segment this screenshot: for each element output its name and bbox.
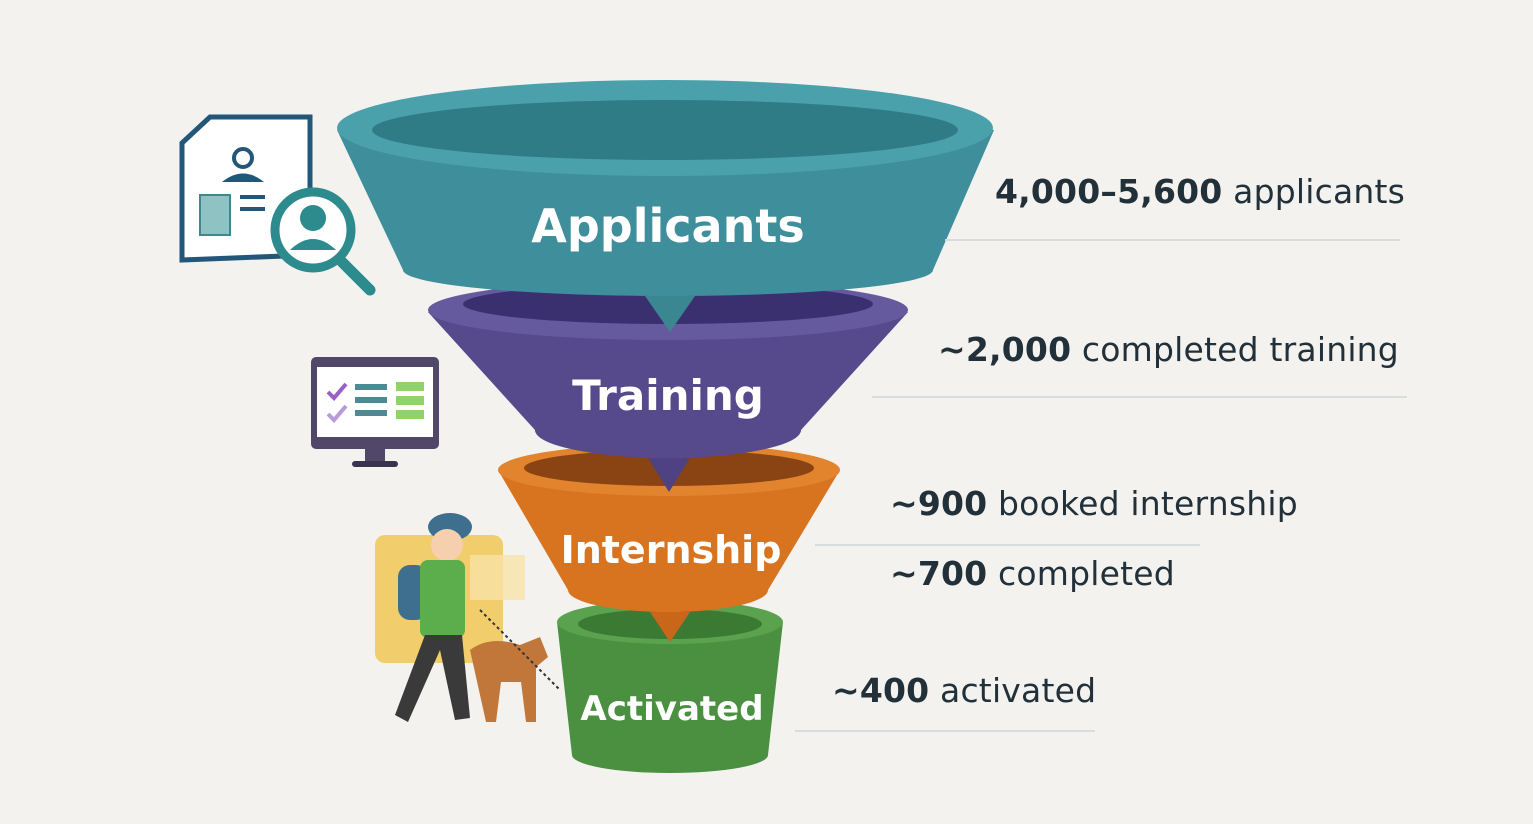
stat-text: completed: [987, 554, 1175, 593]
monitor-checklist-icon: [311, 357, 439, 467]
funnel-stage-applicants: Applicants: [337, 80, 994, 332]
stat-number: 4,000–5,600: [995, 172, 1223, 211]
stage-label-internship: Internship: [561, 528, 782, 572]
stat-text: applicants: [1222, 172, 1406, 211]
stat-text: booked internship: [987, 484, 1298, 523]
divider: [945, 239, 1400, 241]
stat-booked-internship: ~900 booked internship: [890, 484, 1298, 523]
stage-label-activated: Activated: [580, 689, 763, 729]
stat-applicants: 4,000–5,600 applicants: [995, 172, 1405, 211]
stat-training: ~2,000 completed training: [938, 330, 1399, 369]
dog-walker-icon: [375, 513, 561, 722]
stage-label-training: Training: [572, 371, 764, 420]
stat-text: activated: [929, 671, 1097, 710]
divider: [815, 544, 1200, 546]
stat-number: ~900: [890, 484, 988, 523]
stat-number: ~2,000: [938, 330, 1072, 369]
funnel-stage-training: Training: [428, 280, 908, 492]
arrow-icon: [645, 296, 695, 332]
stat-text: completed training: [1071, 330, 1399, 369]
stat-number: ~700: [890, 554, 988, 593]
arrow-icon: [650, 612, 690, 642]
stat-number: ~400: [832, 671, 930, 710]
stat-completed-internship: ~700 completed: [890, 554, 1175, 593]
divider: [872, 396, 1407, 398]
divider: [795, 730, 1095, 732]
arrow-icon: [648, 458, 690, 492]
stat-activated: ~400 activated: [832, 671, 1096, 710]
funnel-stage-activated: Activated: [557, 600, 783, 773]
resume-search-icon: [179, 114, 376, 296]
stage-label-applicants: Applicants: [531, 199, 804, 253]
